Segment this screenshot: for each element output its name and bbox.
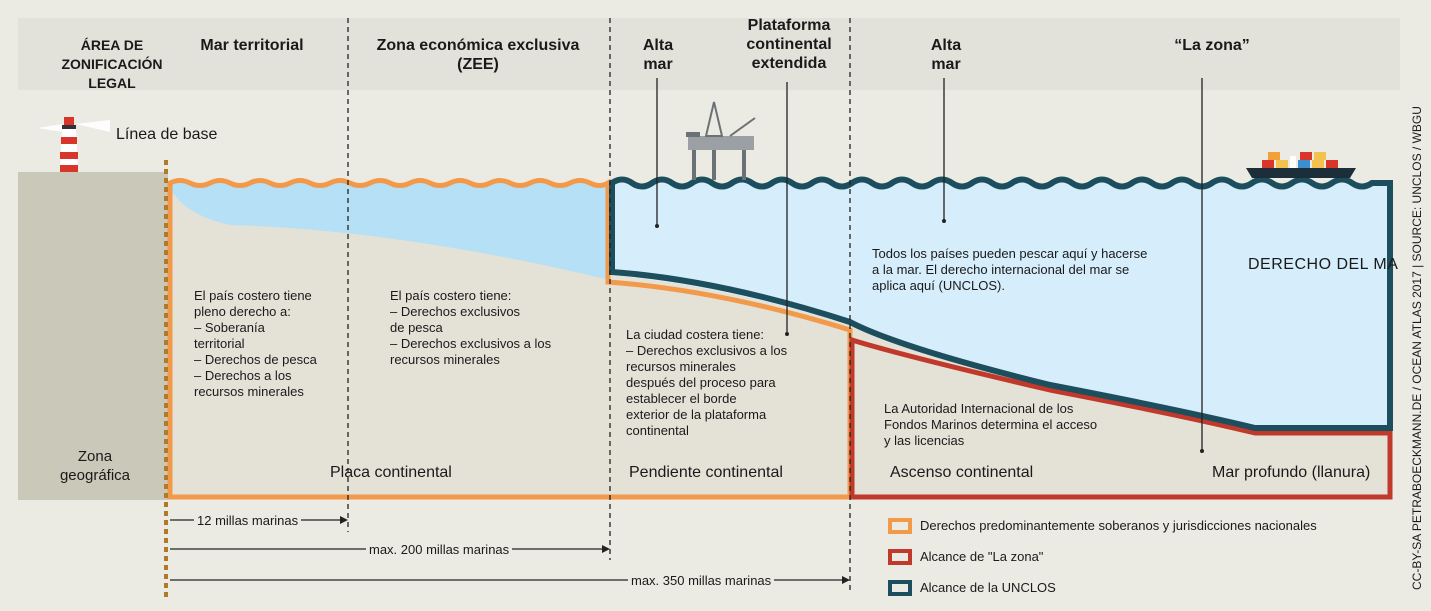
label-derecho-del-mar: DERECHO DEL MAR	[1248, 256, 1398, 273]
unclos-outline	[609, 176, 1393, 431]
la-zona-outline	[849, 336, 1393, 500]
legend-text-teal: Alcance de la UNCLOS	[920, 580, 1056, 595]
arrowhead	[842, 576, 850, 584]
label-ascenso-continental: Ascenso continental	[890, 464, 1034, 481]
label-linea-de-base: Línea de base	[116, 126, 218, 143]
header-la-zona: “La zona”	[1174, 37, 1250, 54]
pointer-dot	[1200, 449, 1204, 453]
header-area-label: ÁREA DE ZONIFICACIÓN LEGAL	[61, 37, 163, 91]
legend-swatch-orange	[888, 518, 912, 534]
distance-12nm: 12 millas marinas	[194, 513, 302, 529]
label-placa-continental: Placa continental	[330, 464, 452, 481]
label-mar-profundo: Mar profundo (llanura)	[1212, 464, 1371, 481]
text-ciudad-costera: La ciudad costera tiene: – Derechos excl…	[626, 327, 788, 438]
distance-350nm: max. 350 millas marinas	[628, 573, 775, 589]
text-pais-costero-2: El país costero tiene: – Derechos exclus…	[390, 288, 552, 367]
header-mar-territorial: Mar territorial	[200, 37, 304, 54]
header-alta-mar-2: Alta mar	[930, 37, 962, 73]
source-credit: CC-BY-SA PETRABOECKMANN.DE / OCEAN ATLAS…	[1410, 106, 1424, 590]
pointer-dot	[942, 219, 946, 223]
high-seas-water	[610, 183, 1390, 428]
container-ship-icon	[1246, 152, 1356, 178]
lighthouse-icon	[38, 117, 110, 172]
label-zona-geografica: Zona geográfica	[59, 448, 131, 484]
label-pendiente-continental: Pendiente continental	[629, 464, 783, 481]
text-alta-mar: Todos los países pueden pescar aquí y ha…	[872, 246, 1148, 293]
header-band	[18, 18, 1400, 90]
text-pais-costero-1: El país costero tiene pleno derecho a: –…	[194, 288, 317, 399]
shelf-water	[170, 183, 610, 280]
pointer-dot	[785, 332, 789, 336]
legend-swatch-teal	[888, 580, 912, 596]
header-plataforma-extendida: Plataforma continental extendida	[746, 17, 832, 72]
legend-text-orange: Derechos predominantemente soberanos y j…	[920, 518, 1317, 533]
national-jurisdiction-outline	[167, 178, 853, 500]
oil-platform-icon	[686, 101, 756, 180]
legend-text-red: Alcance de "La zona"	[920, 549, 1044, 564]
pointer-dot	[655, 224, 659, 228]
land-area	[18, 172, 168, 500]
legend-swatch-red	[888, 549, 912, 565]
text-autoridad: La Autoridad Internacional de los Fondos…	[884, 401, 1098, 448]
header-zee: Zona económica exclusiva (ZEE)	[376, 37, 580, 73]
arrowhead	[340, 516, 348, 524]
arrowhead	[602, 545, 610, 553]
header-alta-mar-1: Alta mar	[642, 37, 674, 73]
distance-200nm: max. 200 millas marinas	[366, 542, 513, 558]
